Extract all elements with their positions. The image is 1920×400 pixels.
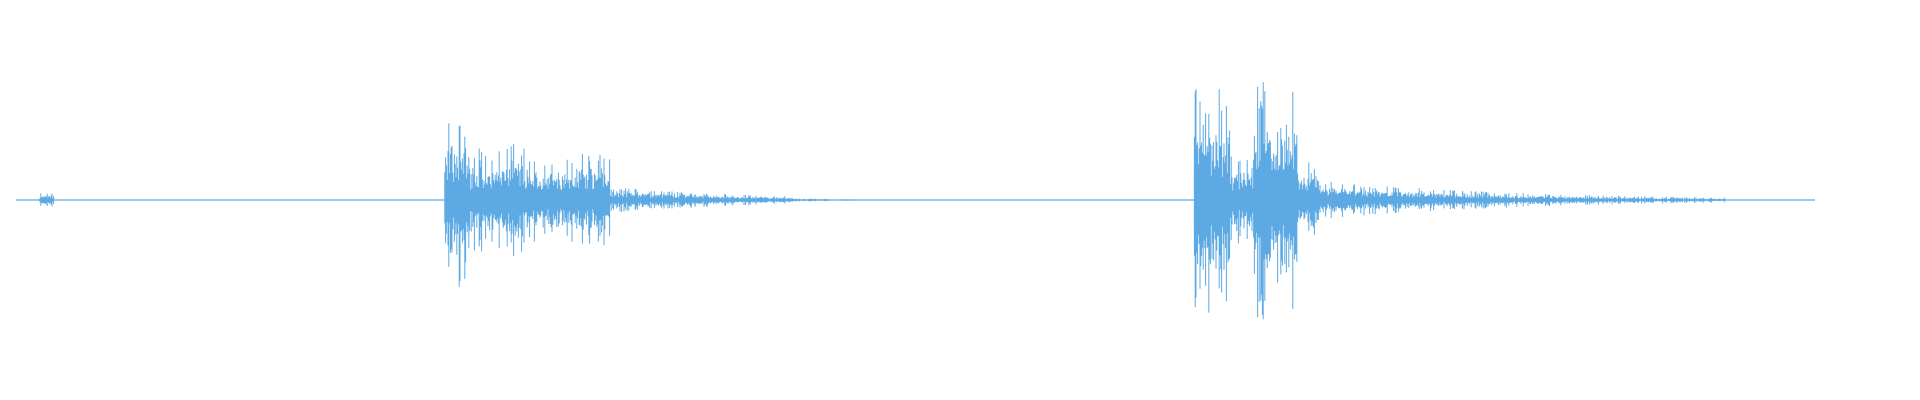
waveform-sample-bars: [39, 82, 1726, 320]
waveform-samples: [39, 82, 1726, 320]
